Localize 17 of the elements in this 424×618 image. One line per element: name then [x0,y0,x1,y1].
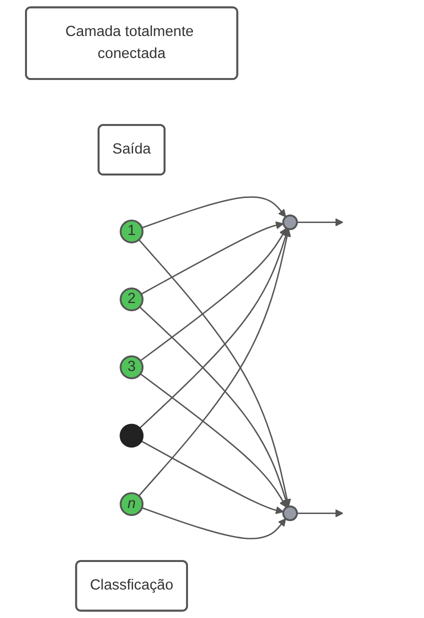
arrow [139,306,290,508]
node-circle [282,214,298,230]
node-circle [282,506,298,522]
arrow [297,509,344,518]
arrow [140,228,290,428]
node-circle [120,355,144,380]
arrow [142,507,286,540]
arrow [140,221,284,295]
arrow [140,373,287,508]
node-circle [120,220,144,244]
node-circle [120,492,144,516]
node-circle [120,288,144,312]
arrow [297,218,344,226]
node-dots [120,424,144,448]
arrow [142,196,286,228]
arrow [141,440,284,514]
arrow [140,228,287,362]
